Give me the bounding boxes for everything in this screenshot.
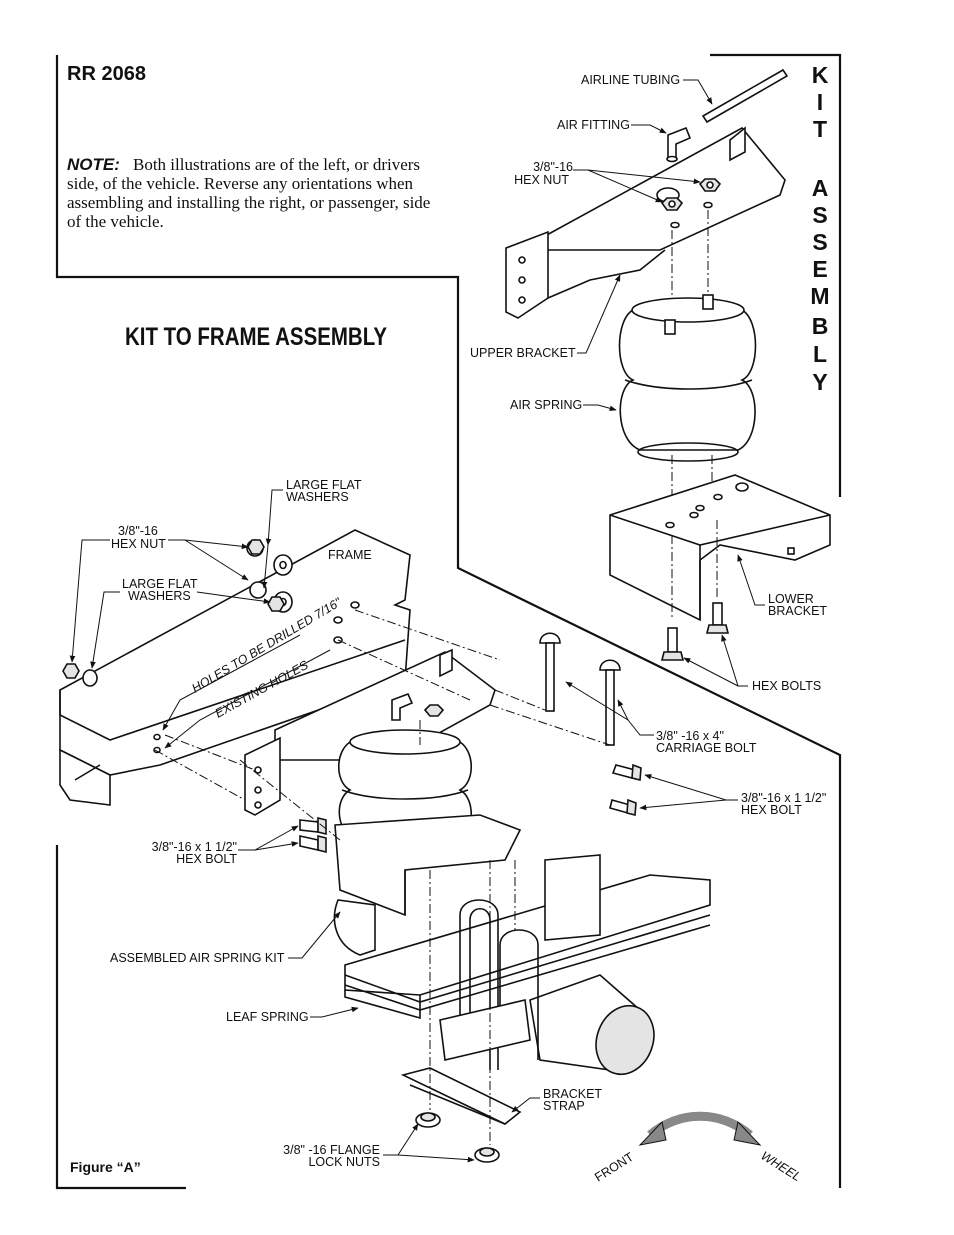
label-large-flat-washers-top-line2: WASHERS: [286, 490, 349, 504]
kit-letter-l: L: [813, 341, 827, 367]
kit-leaders: [573, 79, 765, 687]
label-frame-hex-nut-size: 3/8"-16: [118, 524, 158, 538]
label-hex-bolts: HEX BOLTS: [752, 679, 821, 693]
kit-hex-nuts: [660, 178, 722, 211]
label-large-flat-washers-line2: WASHERS: [128, 589, 191, 603]
section-title: KIT TO FRAME ASSEMBLY: [125, 323, 387, 351]
kit-letter-y: Y: [812, 369, 827, 395]
label-hex-bolt-right: HEX BOLT: [741, 803, 802, 817]
kit-letter-b: B: [812, 313, 829, 339]
page-frame: [55, 53, 842, 1190]
label-bracket-strap-line1: BRACKET: [543, 1087, 602, 1101]
air-fitting: [666, 126, 692, 163]
label-wheel: WHEEL: [758, 1149, 803, 1184]
label-large-flat-washers-top-line1: LARGE FLAT: [286, 478, 362, 492]
carriage-bolts: [539, 632, 621, 746]
frame-rail: [59, 529, 411, 806]
axle: [333, 899, 655, 1076]
label-frame-hex-nut: HEX NUT: [111, 537, 166, 551]
kit-hex-bolts: [660, 520, 730, 661]
label-kit-hex-nut: HEX NUT: [514, 173, 569, 187]
model-number: RR 2068: [67, 63, 146, 85]
label-carriage-bolt: CARRIAGE BOLT: [656, 741, 757, 755]
kit-assembly-vertical-title: K I T A S S E M B L Y: [810, 62, 829, 395]
label-flange-lock-nuts-size: 3/8" -16 FLANGE: [283, 1143, 380, 1157]
label-air-fitting: AIR FITTING: [557, 118, 630, 132]
kit-letter-i: I: [817, 89, 823, 115]
alignment-lines: [154, 609, 611, 1145]
note-line-2: side, of the vehicle. Reverse any orient…: [67, 174, 414, 193]
frame-hex-bolts: [299, 763, 642, 854]
kit-letter-s1: S: [812, 202, 827, 228]
u-bolts: [439, 899, 539, 1070]
note-line-1: Both illustrations are of the left, or d…: [133, 155, 420, 174]
airline-tubing: [701, 68, 789, 124]
note-line-3: assembling and installing the right, or …: [67, 193, 430, 212]
note-label: NOTE:: [67, 155, 120, 174]
label-carriage-bolt-size: 3/8" -16 x 4": [656, 729, 724, 743]
flange-lock-nuts: [415, 1112, 500, 1163]
lower-bracket: [609, 474, 831, 622]
figure-label: Figure “A”: [70, 1159, 141, 1175]
kit-letter-k: K: [812, 62, 829, 88]
label-frame: FRAME: [328, 548, 372, 562]
label-hex-bolt-left-size: 3/8"-16 x 1 1/2": [152, 840, 237, 854]
label-airline-tubing: AIRLINE TUBING: [581, 73, 680, 87]
label-hex-bolt-left: HEX BOLT: [176, 852, 237, 866]
label-lower-bracket-line2: BRACKET: [768, 604, 827, 618]
label-hex-bolt-right-size: 3/8"-16 x 1 1/2": [741, 791, 826, 805]
frame-upper-bracket: [244, 648, 496, 816]
frame-leaders: [69, 489, 738, 1163]
note-block: NOTE: Both illustrations are of the left…: [67, 155, 430, 231]
label-leaf-spring: LEAF SPRING: [226, 1010, 309, 1024]
kit-letter-s2: S: [812, 229, 827, 255]
kit-letter-a: A: [812, 175, 829, 201]
label-large-flat-washers-line1: LARGE FLAT: [122, 577, 198, 591]
kit-letter-t: T: [813, 116, 827, 142]
assembled-air-spring: [338, 729, 472, 841]
label-front: FRONT: [592, 1150, 636, 1185]
kit-assembly-drawing: [505, 68, 831, 661]
note-line-4: of the vehicle.: [67, 212, 164, 231]
label-flange-lock-nuts: LOCK NUTS: [308, 1155, 380, 1169]
leaf-spring: [344, 854, 711, 1020]
bracket-strap: [400, 1067, 522, 1125]
assembled-lower-bracket: [334, 814, 522, 917]
label-air-spring: AIR SPRING: [510, 398, 582, 412]
label-bracket-strap-line2: STRAP: [543, 1099, 585, 1113]
label-kit-hex-nut-size: 3/8"-16: [533, 160, 573, 174]
direction-arrow: [638, 1111, 762, 1146]
kit-letter-m: M: [810, 283, 829, 309]
frame-assembly-drawing: [59, 529, 762, 1163]
label-upper-bracket: UPPER BRACKET: [470, 346, 576, 360]
label-assembled-air-spring-kit: ASSEMBLED AIR SPRING KIT: [110, 951, 285, 965]
upper-bracket: [505, 126, 786, 319]
air-spring: [618, 294, 757, 462]
kit-letter-e: E: [812, 256, 827, 282]
label-lower-bracket-line1: LOWER: [768, 592, 814, 606]
